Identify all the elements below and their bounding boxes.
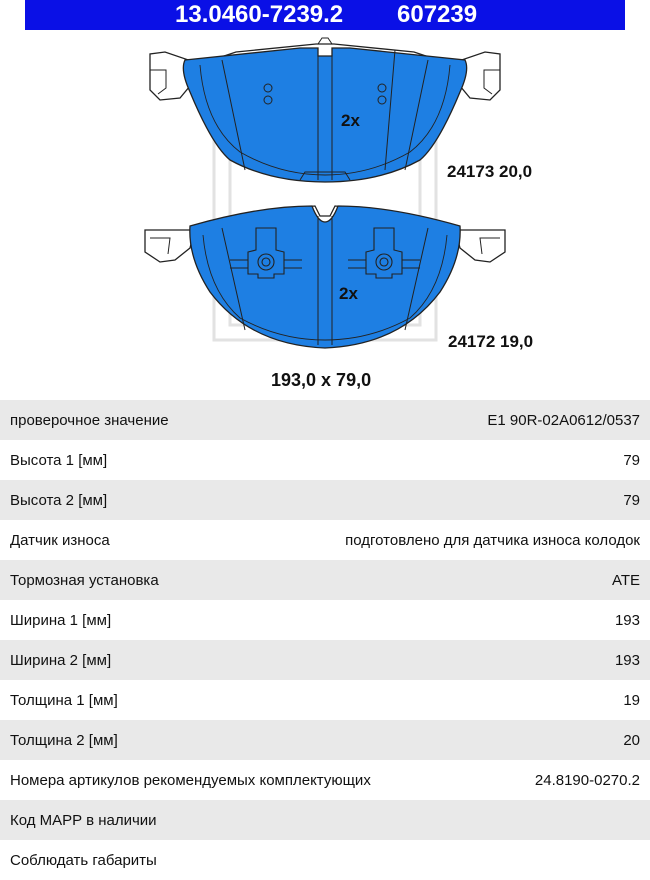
spec-value: 79 — [623, 451, 640, 469]
spec-label: Тормозная установка — [10, 571, 159, 589]
spec-row: Код MAPP в наличии — [0, 800, 650, 840]
pad-top-graphic — [149, 37, 501, 183]
pad-top-ref: 24173 20,0 — [447, 162, 533, 181]
spec-label: Ширина 2 [мм] — [10, 651, 112, 669]
spec-label: Толщина 1 [мм] — [10, 691, 118, 709]
spec-label: Соблюдать габариты — [10, 851, 157, 869]
pad-top-qty: 2x — [341, 111, 360, 130]
article-code: 607239 — [397, 1, 478, 28]
spec-label: Высота 2 [мм] — [10, 491, 108, 509]
spec-label: Номера артикулов рекомендуемых комплекту… — [10, 771, 371, 789]
spec-value: 19 — [623, 691, 640, 709]
spec-value: 79 — [623, 491, 640, 509]
spec-value: E1 90R-02A0612/0537 — [487, 411, 640, 429]
spec-row: проверочное значение E1 90R-02A0612/0537 — [0, 400, 650, 440]
spec-row: Соблюдать габариты — [0, 840, 650, 880]
spec-row: Ширина 2 [мм] 193 — [0, 640, 650, 680]
spec-value: 20 — [623, 731, 640, 749]
spec-label: Высота 1 [мм] — [10, 451, 108, 469]
spec-row: Тормозная установка ATE — [0, 560, 650, 600]
spec-value: ATE — [611, 571, 640, 589]
spec-value: подготовлено для датчика износа колодок — [345, 531, 640, 549]
pad-bottom-graphic — [144, 205, 506, 349]
spec-row: Высота 1 [мм] 79 — [0, 440, 650, 480]
spec-row: Толщина 1 [мм] 19 — [0, 680, 650, 720]
spec-row: Датчик износа подготовлено для датчика из… — [0, 520, 650, 560]
spec-value: 24.8190-0270.2 — [534, 771, 640, 789]
brake-pad-drawing: 2x 24173 20,0 2x 24172 19,0 193,0 x 79,0 — [0, 30, 650, 400]
spec-value: 193 — [614, 651, 640, 669]
pad-bottom-ref: 24172 19,0 — [448, 332, 534, 351]
pad-dimensions: 193,0 x 79,0 — [271, 370, 372, 390]
spec-row: Номера артикулов рекомендуемых комплекту… — [0, 760, 650, 800]
spec-row: Ширина 1 [мм] 193 — [0, 600, 650, 640]
spec-value: 193 — [614, 611, 640, 629]
spec-label: Датчик износа — [10, 531, 110, 549]
part-number: 13.0460-7239.2 — [175, 1, 344, 28]
spec-label: проверочное значение — [10, 411, 169, 429]
spec-label: Толщина 2 [мм] — [10, 731, 118, 749]
spec-row: Толщина 2 [мм] 20 — [0, 720, 650, 760]
spec-row: Высота 2 [мм] 79 — [0, 480, 650, 520]
title-bar: 13.0460-7239.2 607239 — [25, 0, 625, 30]
spec-label: Код MAPP в наличии — [10, 811, 157, 829]
pad-bottom-qty: 2x — [339, 284, 358, 303]
spec-label: Ширина 1 [мм] — [10, 611, 112, 629]
